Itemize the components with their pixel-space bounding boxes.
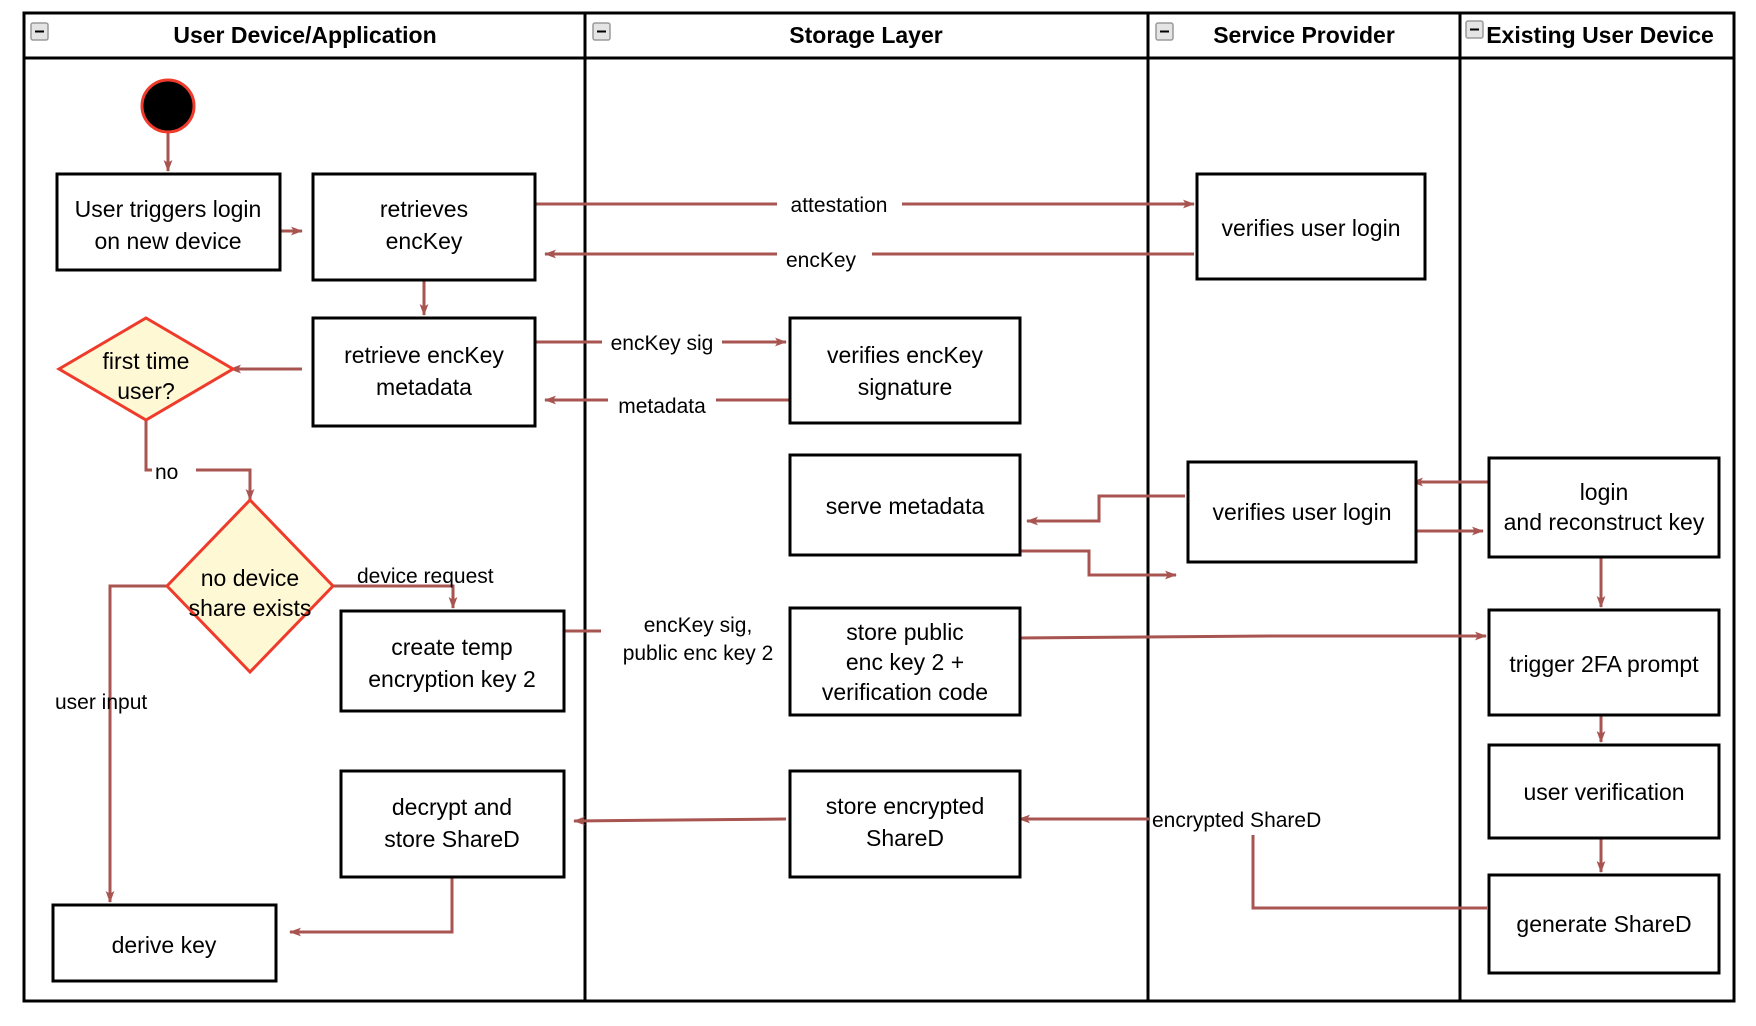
collapse-icon-lane-3[interactable]	[1465, 20, 1484, 39]
node-generate-shared[interactable]: generate ShareD	[1487, 873, 1721, 975]
node-label-first-time-user-line2: user?	[117, 378, 175, 404]
edge-label-enckey-sig: encKey sig	[611, 332, 714, 355]
node-derive-key[interactable]: derive key	[51, 903, 278, 983]
node-label-trigger-2fa-prompt: trigger 2FA prompt	[1509, 651, 1699, 677]
edge-decrypt-to-derive	[289, 877, 454, 937]
node-verifies-user-login-2[interactable]: verifies user login	[1186, 460, 1418, 564]
swimlane-frame	[22, 11, 1736, 1003]
node-retrieve-enckey-metadata[interactable]: retrieve encKey metadata	[311, 316, 537, 428]
node-label-retrieve-enckey-metadata-line1: retrieve encKey	[344, 342, 504, 368]
node-retrieves-enckey[interactable]: retrieves encKey	[311, 172, 537, 282]
edge-enckey-sig-pubkey2: encKey sig, public enc key 2	[564, 600, 795, 665]
node-verifies-user-login-1[interactable]: verifies user login	[1195, 172, 1427, 281]
lane-title-existing-device: Existing User Device	[1486, 22, 1714, 48]
node-trigger-2fa-prompt[interactable]: trigger 2FA prompt	[1487, 608, 1721, 717]
edge-user-input: user input	[55, 584, 170, 903]
node-label-login-reconstruct-line2: and reconstruct key	[1504, 509, 1705, 535]
lane-header-existing-device[interactable]: Existing User Device	[1465, 20, 1714, 48]
node-first-time-user[interactable]: first time user?	[56, 316, 236, 422]
node-label-first-time-user-line1: first time	[103, 348, 190, 374]
node-label-user-triggers-login-line1: User triggers login	[75, 196, 262, 222]
edge-serve-metadata-out	[1016, 549, 1177, 580]
edge-metadata: metadata	[544, 388, 792, 418]
edge-attestation: attestation	[534, 190, 1195, 218]
edge-label-no: no	[155, 461, 178, 484]
node-decrypt-and-store-shared[interactable]: decrypt and store ShareD	[339, 769, 566, 879]
node-user-triggers-login[interactable]: User triggers login on new device	[55, 172, 282, 272]
edge-serve-metadata-in	[1026, 494, 1185, 526]
node-label-user-verification: user verification	[1523, 779, 1684, 805]
node-store-public-enc-key-2[interactable]: store public enc key 2 + verification co…	[788, 606, 1022, 717]
node-label-decrypt-line2: store ShareD	[384, 826, 520, 852]
node-label-no-device-share-line2: share exists	[189, 595, 312, 621]
node-serve-metadata[interactable]: serve metadata	[788, 453, 1022, 557]
node-label-store-encrypted-line1: store encrypted	[826, 793, 985, 819]
node-label-user-triggers-login-line2: on new device	[94, 228, 241, 254]
lane-title-storage: Storage Layer	[789, 22, 942, 48]
node-label-verifies-enckey-sig-line2: signature	[858, 374, 953, 400]
node-label-login-reconstruct-line1: login	[1580, 479, 1629, 505]
edge-label-metadata: metadata	[618, 395, 706, 418]
node-store-encrypted-shared[interactable]: store encrypted ShareD	[788, 769, 1022, 879]
edge-label-user-input: user input	[55, 691, 147, 714]
edge-no: no	[144, 420, 255, 501]
node-create-temp-encryption-key-2[interactable]: create temp encryption key 2	[339, 609, 566, 713]
node-verifies-enckey-signature[interactable]: verifies encKey signature	[788, 316, 1022, 425]
node-label-retrieves-enckey-line1: retrieves	[380, 196, 468, 222]
edge-label-enckey: encKey	[786, 249, 857, 272]
collapse-icon-lane-2[interactable]	[1155, 22, 1174, 41]
edge-label-device-request: device request	[357, 565, 494, 588]
lane-header-service-provider[interactable]: Service Provider	[1155, 22, 1395, 48]
node-label-serve-metadata: serve metadata	[826, 493, 985, 519]
collapse-icon-lane-1[interactable]	[592, 22, 611, 41]
edge-encrypted-shared: encrypted ShareD	[1018, 805, 1487, 910]
node-label-store-public-line1: store public	[846, 619, 964, 645]
lane-header-storage[interactable]: Storage Layer	[592, 22, 943, 48]
edge-store-to-decrypt	[573, 816, 787, 826]
lane-header-user-device[interactable]: User Device/Application	[30, 22, 437, 48]
node-no-device-share-exists[interactable]: no device share exists	[164, 497, 336, 675]
node-label-retrieve-enckey-metadata-line2: metadata	[376, 374, 472, 400]
edge-label-enckey-sig-pubkey2-line1: encKey sig,	[644, 614, 753, 637]
edge-label-attestation: attestation	[791, 194, 888, 217]
node-label-decrypt-line1: decrypt and	[392, 794, 512, 820]
lane-title-service-provider: Service Provider	[1213, 22, 1395, 48]
node-label-store-public-line2: enc key 2 +	[846, 649, 964, 675]
node-user-verification[interactable]: user verification	[1487, 743, 1721, 840]
node-label-verifies-user-login-2: verifies user login	[1213, 499, 1392, 525]
node-label-verifies-enckey-sig-line1: verifies encKey	[827, 342, 983, 368]
node-label-store-encrypted-line2: ShareD	[866, 825, 944, 851]
node-label-generate-shared: generate ShareD	[1516, 911, 1691, 937]
lane-title-user-device: User Device/Application	[173, 22, 436, 48]
node-label-derive-key: derive key	[112, 932, 217, 958]
node-label-create-temp-line2: encryption key 2	[368, 666, 535, 692]
node-start[interactable]	[140, 78, 196, 134]
edge-enckey: encKey	[544, 242, 1194, 272]
collapse-icon-lane-0[interactable]	[30, 22, 49, 41]
edge-label-enckey-sig-pubkey2-line2: public enc key 2	[623, 642, 774, 665]
edge-label-encrypted-shared: encrypted ShareD	[1152, 809, 1321, 832]
edge-storekey-to-2fa	[1015, 631, 1487, 641]
edge-device-request: device request	[330, 565, 494, 609]
edge-enckey-sig: encKey sig	[534, 328, 787, 356]
node-label-store-public-line3: verification code	[822, 679, 988, 705]
node-label-create-temp-line1: create temp	[391, 634, 512, 660]
node-label-no-device-share-line1: no device	[201, 565, 299, 591]
node-login-and-reconstruct-key[interactable]: login and reconstruct key	[1487, 456, 1721, 559]
node-label-verifies-user-login-1: verifies user login	[1222, 215, 1401, 241]
node-label-retrieves-enckey-line2: encKey	[386, 228, 463, 254]
